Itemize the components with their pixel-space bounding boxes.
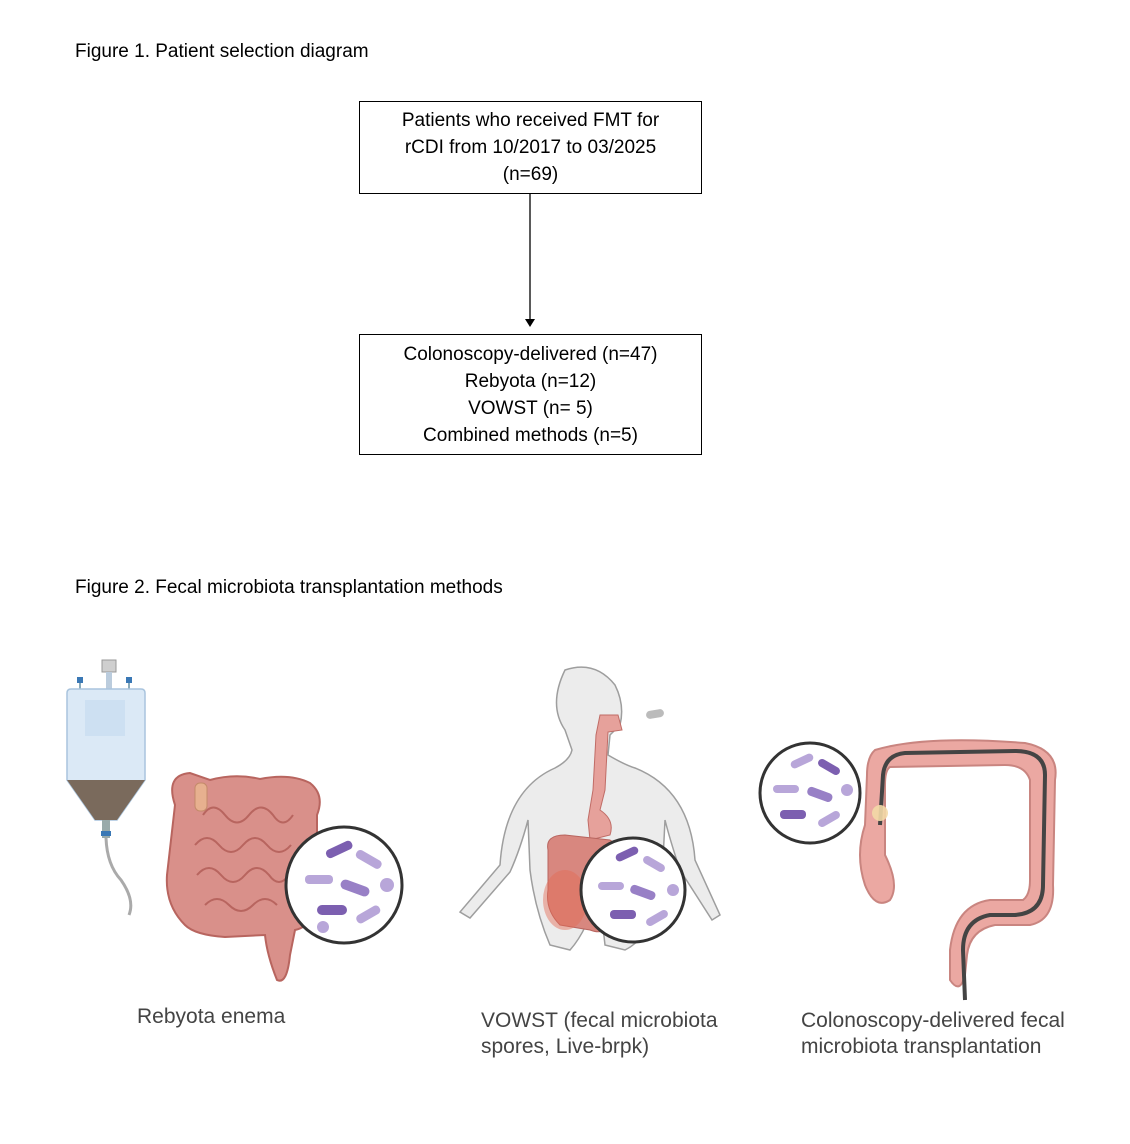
caption-line: microbiota transplantation <box>801 1035 1042 1058</box>
vowst-caption: VOWST (fecal microbiota spores, Live-brp… <box>481 1008 718 1060</box>
colonoscope-icon <box>872 748 1048 1001</box>
microbe-magnifier-icon <box>284 825 404 945</box>
enema-bag-icon <box>66 659 146 916</box>
box-line: Patients who received FMT for <box>401 110 660 131</box>
delivery-methods-box: Colonoscopy-delivered (n=47) Rebyota (n=… <box>359 334 702 455</box>
microbe-magnifier-icon <box>758 741 862 845</box>
box-line: rCDI from 10/2017 to 03/2025 <box>404 137 657 158</box>
vowst-oral-illustration <box>458 666 721 951</box>
caption-line: Colonoscopy-delivered fecal <box>801 1009 1065 1032</box>
box-line: Combined methods (n=5) <box>423 425 638 446</box>
box-line: Rebyota (n=12) <box>464 371 597 392</box>
figure2-title: Figure 2. Fecal microbiota transplantati… <box>75 577 503 598</box>
caption-line: spores, Live-brpk) <box>481 1035 650 1058</box>
caption-line: VOWST (fecal microbiota <box>481 1009 718 1032</box>
box-line: (n=69) <box>502 164 559 185</box>
flow-arrow <box>525 193 535 327</box>
caption-line: Rebyota enema <box>137 1005 286 1028</box>
colon-icon <box>859 739 1057 988</box>
rebyota-caption: Rebyota enema <box>137 1004 285 1030</box>
figure1-title: Figure 1. Patient selection diagram <box>75 41 369 62</box>
rebyota-enema-illustration <box>66 659 404 982</box>
patients-total-box: Patients who received FMT for rCDI from … <box>359 101 702 194</box>
box-line: Colonoscopy-delivered (n=47) <box>403 344 658 365</box>
colonoscopy-illustration <box>758 739 1057 1001</box>
colonoscopy-caption: Colonoscopy-delivered fecal microbiota t… <box>801 1008 1065 1060</box>
pill-icon <box>646 709 664 719</box>
box-line: VOWST (n= 5) <box>468 398 593 419</box>
microbe-magnifier-icon <box>579 836 687 944</box>
